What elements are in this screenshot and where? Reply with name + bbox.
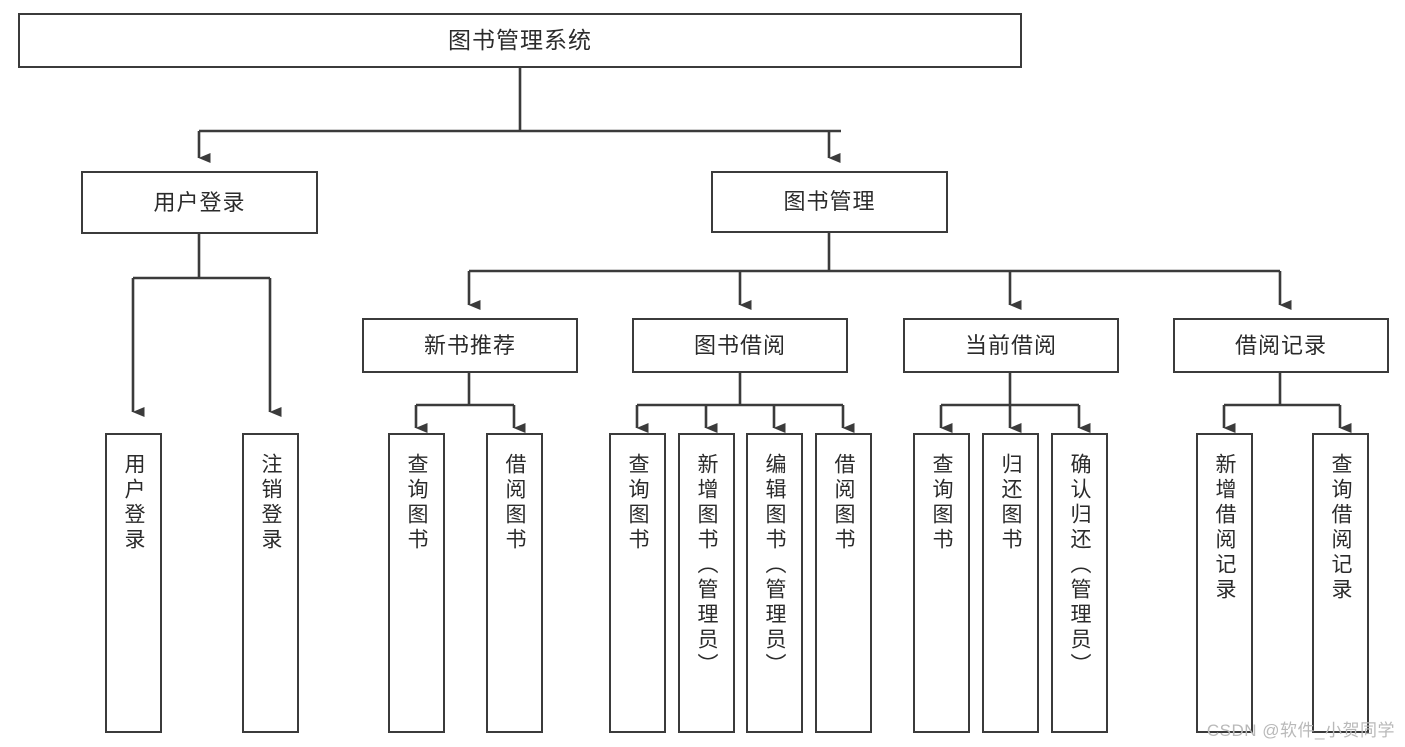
leaf-add-book-admin[interactable]: 新增图书（管理员） <box>678 433 735 733</box>
watermark-text: CSDN @软件_小贺同学 <box>1206 721 1395 740</box>
leaf-logout[interactable]: 注销登录 <box>242 433 299 733</box>
node-current-borrow[interactable]: 当前借阅 <box>903 318 1119 373</box>
leaf-query-book-borrow[interactable]: 查询图书 <box>609 433 666 733</box>
node-label: 用户登录 <box>153 189 246 215</box>
node-label: 图书管理 <box>783 189 876 215</box>
node-label: 确认归还（管理员） <box>1068 453 1092 678</box>
node-label: 新增图书（管理员） <box>695 453 719 678</box>
node-label: 新书推荐 <box>423 332 516 358</box>
node-label: 借阅图书 <box>503 453 527 553</box>
leaf-query-book-current[interactable]: 查询图书 <box>913 433 970 733</box>
leaf-confirm-return-admin[interactable]: 确认归还（管理员） <box>1051 433 1108 733</box>
node-book-borrow[interactable]: 图书借阅 <box>632 318 848 373</box>
node-label: 查询借阅记录 <box>1329 453 1353 603</box>
node-book-management[interactable]: 图书管理 <box>711 171 948 233</box>
node-new-book-recommend[interactable]: 新书推荐 <box>362 318 578 373</box>
node-user-login[interactable]: 用户登录 <box>81 171 318 234</box>
leaf-query-book-new-book[interactable]: 查询图书 <box>388 433 445 733</box>
node-label: 查询图书 <box>405 453 429 553</box>
leaf-add-borrow-record[interactable]: 新增借阅记录 <box>1196 433 1253 733</box>
node-label: 编辑图书（管理员） <box>763 453 787 678</box>
leaf-return-book[interactable]: 归还图书 <box>982 433 1039 733</box>
node-label: 图书管理系统 <box>448 26 592 53</box>
node-label: 归还图书 <box>999 453 1023 553</box>
node-book-management-system[interactable]: 图书管理系统 <box>18 13 1022 68</box>
node-borrow-record[interactable]: 借阅记录 <box>1173 318 1389 373</box>
leaf-user-login[interactable]: 用户登录 <box>105 433 162 733</box>
node-label: 当前借阅 <box>964 332 1057 358</box>
leaf-query-borrow-record[interactable]: 查询借阅记录 <box>1312 433 1369 733</box>
node-label: 图书借阅 <box>693 332 786 358</box>
node-label: 注销登录 <box>259 453 283 553</box>
node-label: 用户登录 <box>122 453 146 553</box>
leaf-borrow-book-new-book[interactable]: 借阅图书 <box>486 433 543 733</box>
leaf-edit-book-admin[interactable]: 编辑图书（管理员） <box>746 433 803 733</box>
node-label: 新增借阅记录 <box>1213 453 1237 603</box>
node-label: 查询图书 <box>930 453 954 553</box>
node-label: 查询图书 <box>626 453 650 553</box>
leaf-borrow-book[interactable]: 借阅图书 <box>815 433 872 733</box>
node-label: 借阅记录 <box>1234 332 1327 358</box>
node-label: 借阅图书 <box>832 453 856 553</box>
